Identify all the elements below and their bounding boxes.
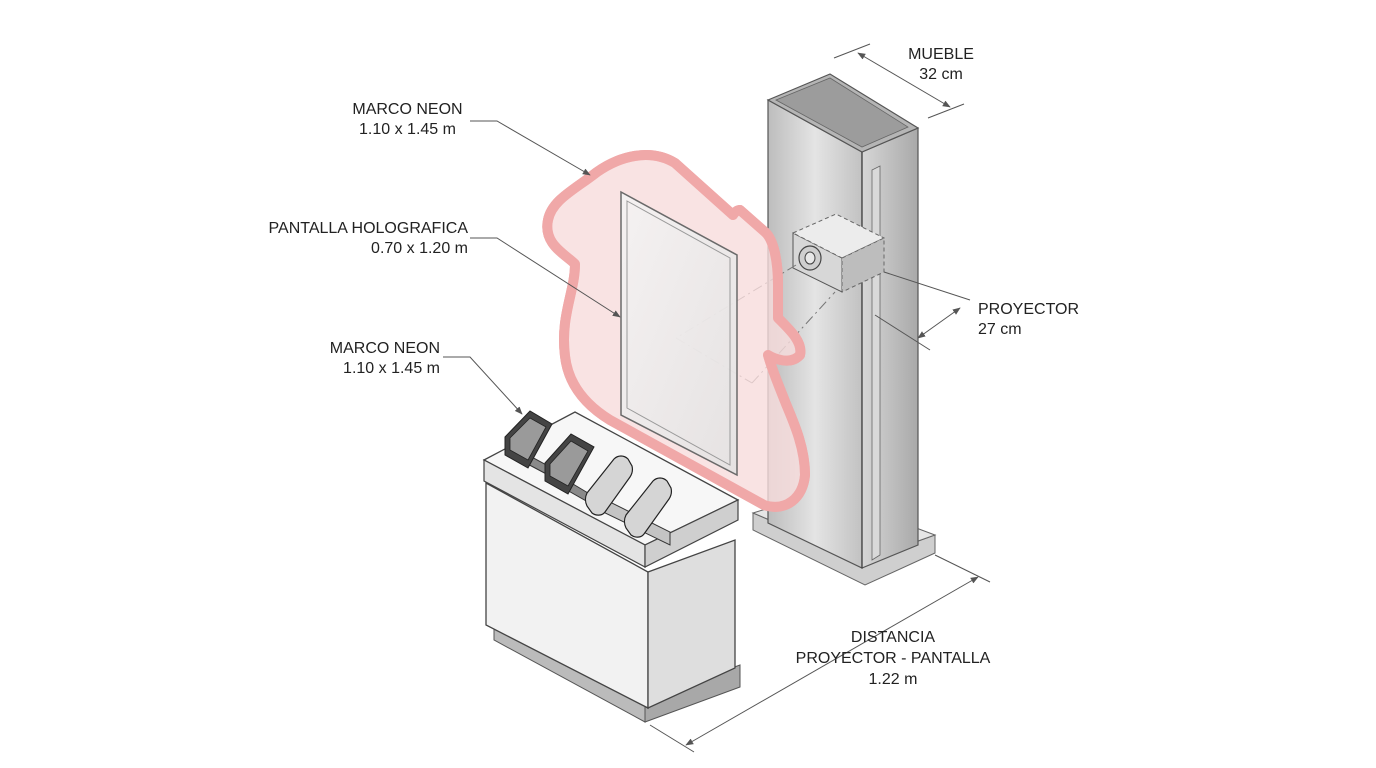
leader-lines <box>443 120 621 415</box>
label-marco-neon-top-value: 1.10 x 1.45 m <box>359 121 456 138</box>
label-distancia-line1: DISTANCIA <box>850 629 936 646</box>
label-pantalla-holografica: PANTALLA HOLOGRAFICA 0.70 x 1.20 m <box>240 219 468 259</box>
label-proyector-title: PROYECTOR <box>978 301 1080 318</box>
label-distancia-line2: PROYECTOR - PANTALLA <box>795 650 991 667</box>
label-marco-neon-bottom-title: MARCO NEON <box>329 340 440 357</box>
label-marco-neon-top: MARCO NEON 1.10 x 1.45 m <box>340 100 475 140</box>
label-pantalla-title: PANTALLA HOLOGRAFICA <box>268 220 468 237</box>
projector <box>791 213 886 293</box>
label-proyector: PROYECTOR 27 cm <box>978 300 1098 340</box>
label-distancia: DISTANCIA PROYECTOR - PANTALLA 1.22 m <box>778 627 1008 690</box>
label-marco-neon-bottom: MARCO NEON 1.10 x 1.45 m <box>300 339 440 379</box>
label-mueble-title: MUEBLE <box>908 46 974 63</box>
holographic-screen <box>620 190 738 477</box>
label-marco-neon-bottom-value: 1.10 x 1.45 m <box>343 360 440 377</box>
label-mueble-value: 32 cm <box>919 66 963 83</box>
label-distancia-value: 1.22 m <box>868 671 918 688</box>
label-pantalla-value: 0.70 x 1.20 m <box>371 240 468 257</box>
dim-proyector <box>917 307 961 339</box>
device-terminal-2 <box>544 433 595 503</box>
label-proyector-value: 27 cm <box>978 321 1022 338</box>
dim-distancia <box>685 576 979 746</box>
device-tablet-2 <box>623 477 672 546</box>
leader-pantalla <box>470 237 621 318</box>
dim-mueble <box>857 52 951 108</box>
label-mueble: MUEBLE 32 cm <box>896 45 986 85</box>
label-marco-neon-top-title: MARCO NEON <box>352 101 463 118</box>
dimension-lines <box>649 43 991 753</box>
tower-side-face <box>861 127 919 569</box>
leader-marco-neon-bottom <box>443 356 523 415</box>
leader-marco-neon-top <box>470 120 591 176</box>
device-terminal-1 <box>504 410 553 478</box>
